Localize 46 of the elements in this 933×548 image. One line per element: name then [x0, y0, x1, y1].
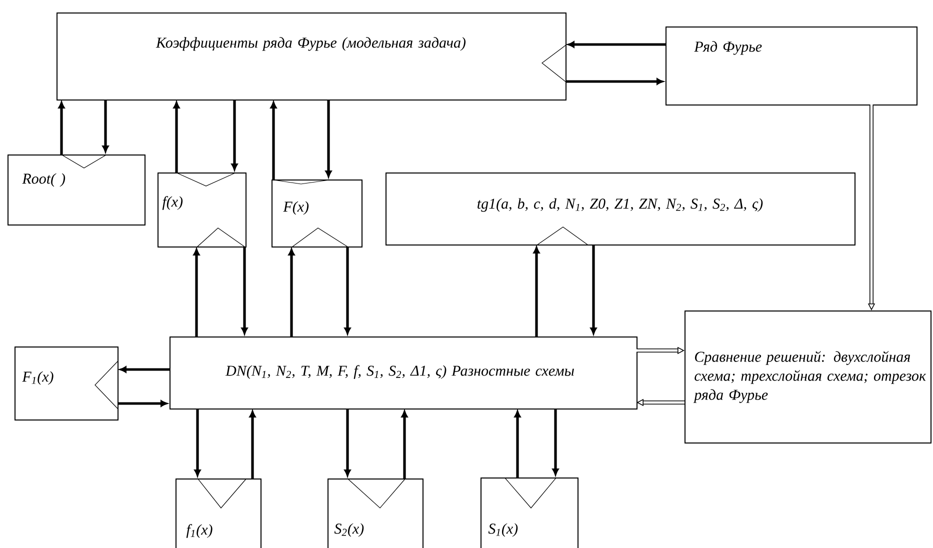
box-text: Коэффициенты ряда Фурье (модельная задача): [156, 37, 466, 51]
box-text: Root( ): [22, 173, 66, 187]
process-box: [158, 172, 246, 248]
arrow: [194, 408, 201, 476]
box-text: f$_{1}$(x): [186, 524, 212, 538]
arrow: [566, 78, 664, 85]
arrow: [590, 244, 597, 334]
arrow: [120, 366, 170, 373]
process-box: [666, 26, 918, 106]
process-box: [14, 346, 119, 420]
arrow: [344, 246, 351, 334]
process-box: [386, 172, 856, 246]
process-box: [56, 12, 566, 100]
arrow: [270, 102, 277, 180]
arrow: [401, 410, 408, 478]
arrow: [325, 100, 332, 178]
arrow: [288, 248, 295, 336]
process-box: [8, 154, 146, 226]
arrow: [58, 102, 65, 154]
process-box: [176, 478, 262, 548]
arrow: [344, 408, 351, 476]
arrow: [568, 41, 666, 48]
arrow: [533, 246, 540, 336]
box-text: DN(N$_{1}$, N$_{2}$, T, M, F, f, S$_{1}$, S$_{2}$, Δ1, ς) Разностные схемы: [225, 365, 574, 379]
arrow: [249, 410, 256, 478]
box-text: Сравнение решений: двухслойная схема; трехслойная схема; отрезок ряда Фурье: [693, 351, 926, 403]
process-box: [480, 478, 578, 548]
box-text: F$_{1}$(x): [22, 371, 54, 385]
process-box: [328, 478, 424, 548]
box-text: S$_{1}$(x): [488, 523, 518, 537]
arrow: [241, 246, 248, 334]
box-text: S$_{2}$(x): [334, 523, 364, 537]
box-text: f(x): [162, 196, 183, 210]
arrow: [231, 100, 238, 170]
arrow: [102, 100, 109, 152]
process-box: [684, 310, 932, 444]
box-text: Ряд Фурье: [694, 41, 762, 55]
process-box: [272, 180, 362, 248]
arrow: [514, 410, 521, 478]
arrow: [193, 248, 200, 336]
arrow: [118, 400, 168, 407]
process-box: [170, 336, 638, 410]
box-text: tg1(a, b, c, d, N$_{1}$, Z0, Z1, ZN, N$_{2}$, S$_{1}$, S$_{2}$, Δ, ς): [478, 198, 763, 212]
arrow: [552, 408, 559, 476]
arrow: [173, 102, 180, 172]
box-text: F(x): [283, 201, 309, 215]
